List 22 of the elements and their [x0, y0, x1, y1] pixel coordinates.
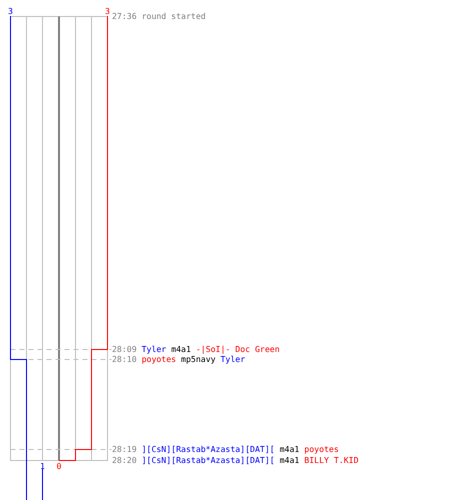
timestamp: 28:20	[112, 455, 137, 465]
weapon-name: m4a1	[280, 455, 300, 465]
player-name: poyotes	[142, 354, 176, 364]
player-name: Tyler	[142, 344, 166, 354]
player-name: ][CsN][Rastab*Azasta][DAT][	[142, 444, 275, 454]
timestamp: 28:19	[112, 444, 137, 454]
timestamp: 28:09	[112, 344, 137, 354]
timestamp: 27:36	[112, 11, 137, 21]
player-name: BILLY T.KID	[304, 455, 359, 465]
count-label: 3	[105, 6, 110, 16]
weapon-name: m4a1	[171, 344, 191, 354]
player-name: -|SoI|- Doc Green	[196, 344, 280, 354]
count-label: 0	[56, 461, 62, 471]
player-name: ][CsN][Rastab*Azasta][DAT][	[142, 455, 275, 465]
event-text: round started	[142, 11, 206, 21]
player-name: Tyler	[220, 354, 246, 364]
count-label: 1	[40, 461, 45, 471]
weapon-name: m4a1	[280, 444, 300, 454]
weapon-name: mp5navy	[181, 354, 216, 364]
player-name: poyotes	[304, 444, 339, 454]
timestamp: 28:10	[112, 354, 137, 364]
count-label: 3	[8, 6, 13, 16]
